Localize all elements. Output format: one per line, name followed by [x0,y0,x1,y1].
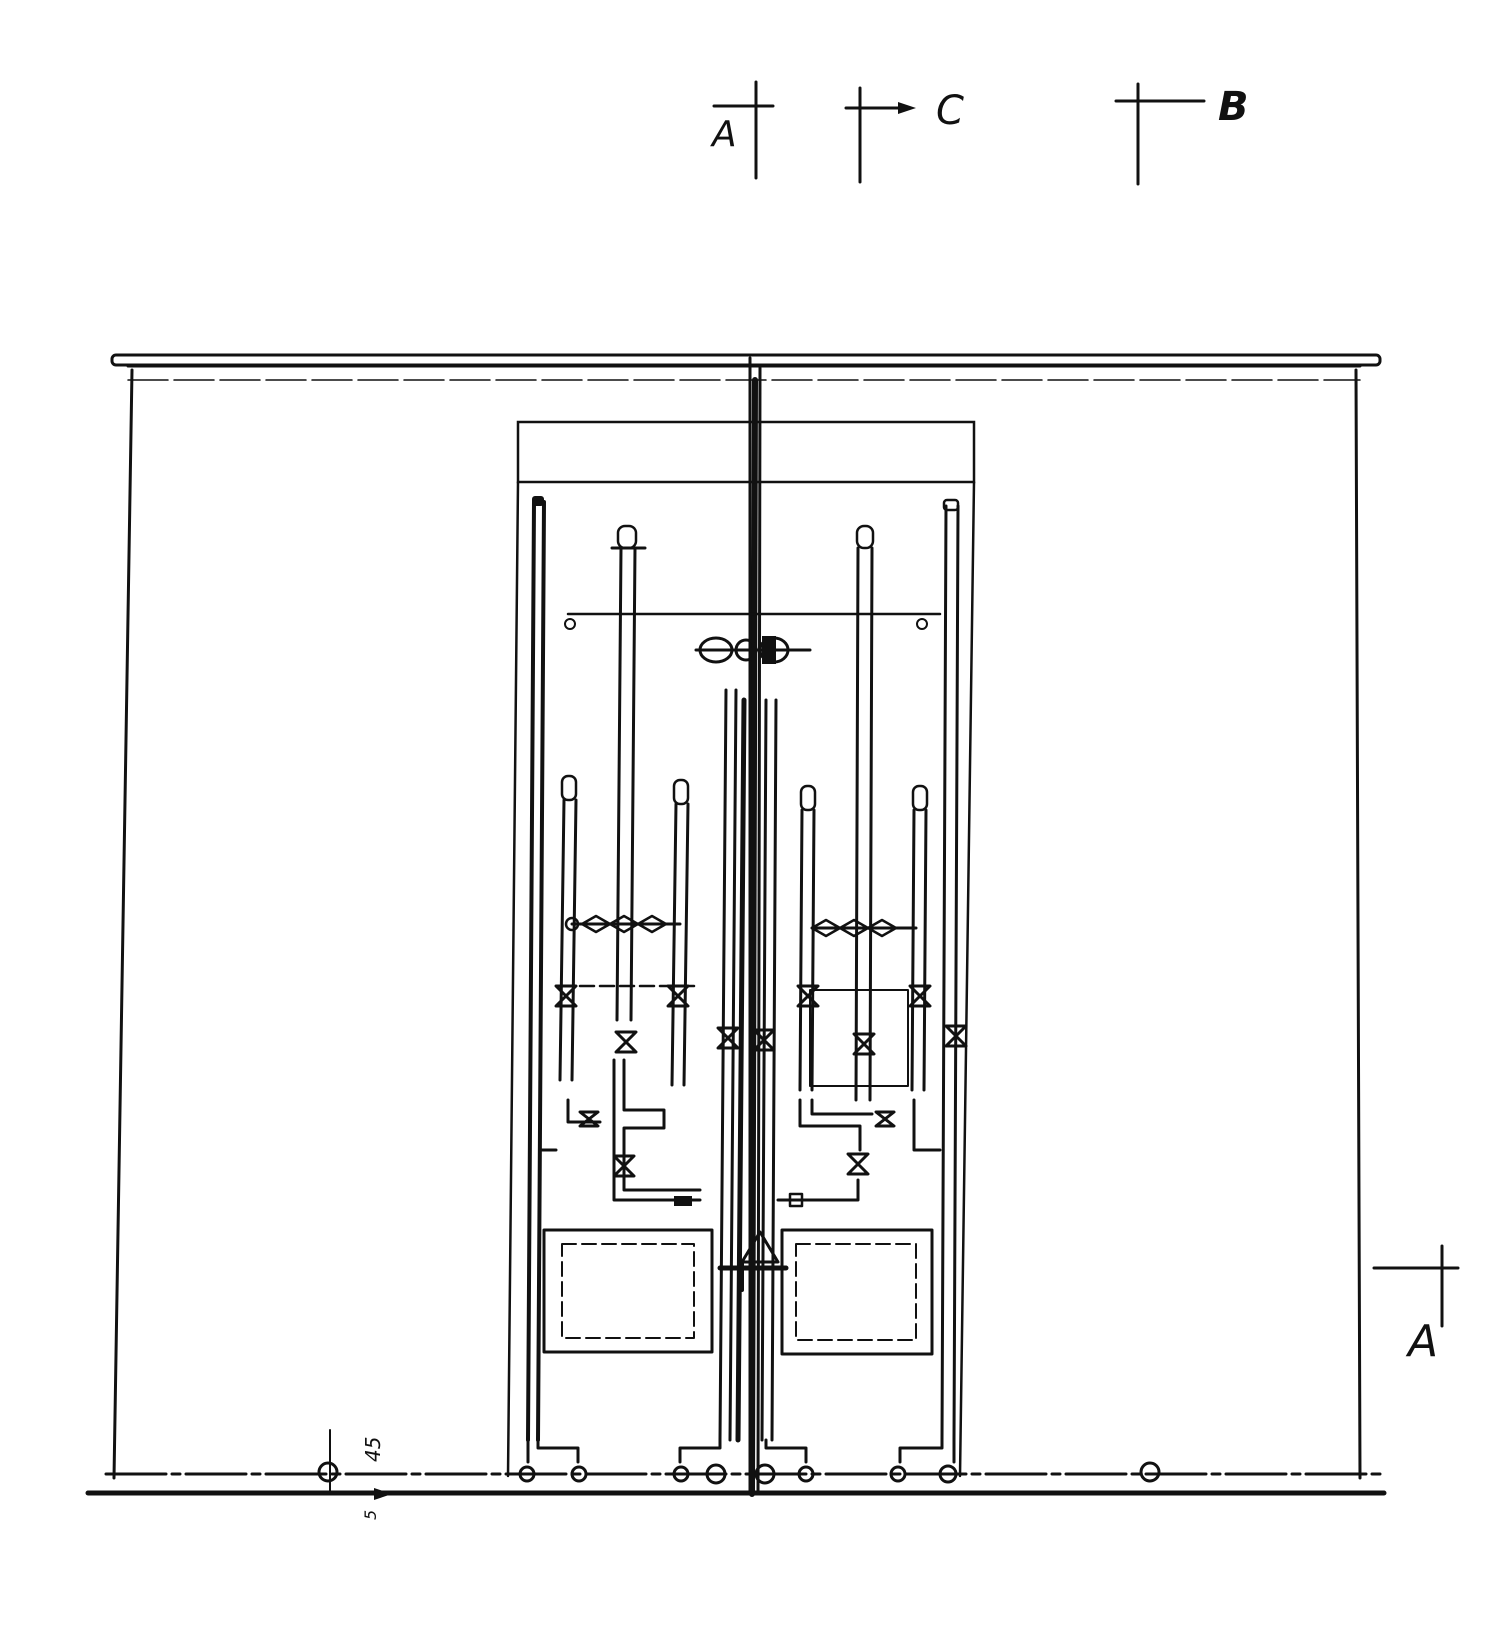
right-short-riser-2 [910,784,929,1092]
right-valve-header [810,918,918,938]
bottom-outlet-bends [526,1438,956,1464]
central-junction [717,1230,789,1292]
left-lower-manifold [538,1058,702,1206]
right-lower-manifold [776,1098,942,1208]
section-label-c-top: C [936,88,964,134]
right-outer-riser [940,498,960,1442]
right-center-riser [854,524,875,1102]
right-instrument-box [780,1228,934,1356]
section-label-a-right: A [1405,1316,1438,1367]
left-short-riser-1 [558,774,578,1082]
left-inner-riser [718,688,747,1443]
left-valve-header [564,914,682,934]
section-marker-c-top: C [844,86,964,184]
cabinet-outline [85,353,1387,1497]
left-instrument-box [542,1228,714,1354]
top-coupling-assembly [694,636,812,664]
left-outer-riser [526,496,546,1442]
right-short-riser-1 [798,784,817,1092]
section-marker-a-top: A [710,80,775,180]
right-valve-group [796,984,968,1176]
section-label-a-top: A [710,114,737,155]
floor-dimension-label: 45 [361,1437,385,1462]
section-label-b-top: B [1218,84,1249,130]
section-marker-a-right: A [1372,1244,1460,1367]
left-short-riser-2 [670,778,690,1087]
section-marker-b-top: B [1114,82,1249,186]
inner-panel [506,420,976,1478]
floor-dimension-sublabel: 5 [361,1510,380,1520]
floor-dimension: 45 5 [329,1429,392,1520]
right-inner-riser [760,698,778,1442]
left-center-riser [610,524,647,1022]
floor-fittings [317,1461,1161,1485]
